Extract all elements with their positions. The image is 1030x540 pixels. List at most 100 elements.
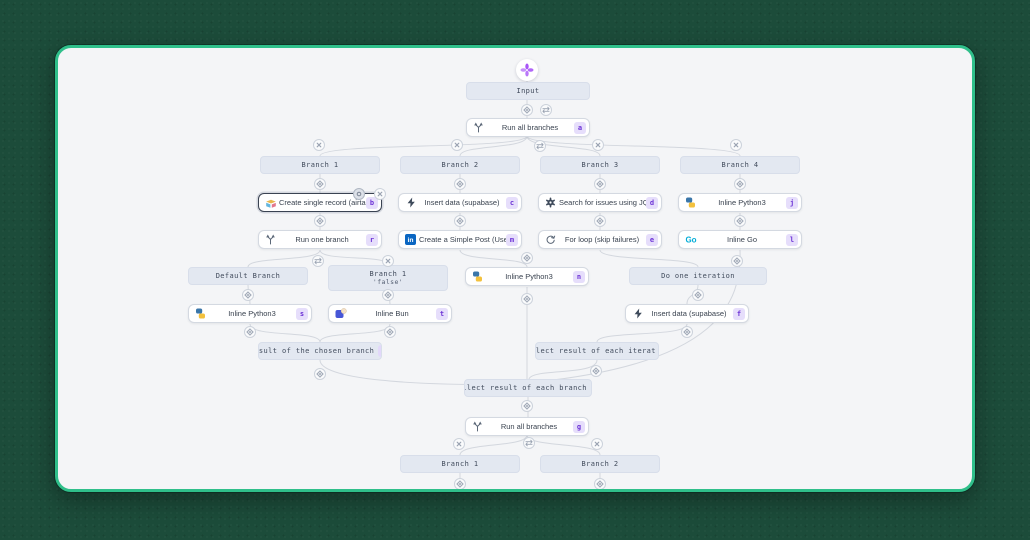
insert-step-button[interactable] — [314, 368, 326, 380]
inline-go-node[interactable]: Go Inline Go l — [678, 230, 802, 249]
linkedin-post-node[interactable]: in Create a Simple Post (User) (... m — [398, 230, 522, 249]
insert-step-button[interactable] — [594, 478, 606, 489]
delete-branch-button[interactable] — [730, 139, 742, 151]
do-one-iteration-header[interactable]: Do one iteration — [629, 267, 767, 285]
node-label: Collect result of each iterat — [535, 347, 656, 355]
insert-step-button[interactable] — [521, 293, 533, 305]
step-id-badge: r — [378, 345, 381, 357]
flow-canvas: Input Branch 1 Branch 2 Branch 3 Branch … — [58, 48, 972, 489]
step-id-badge: l — [786, 233, 798, 246]
delete-branch-button[interactable] — [451, 139, 463, 151]
insert-step-button[interactable] — [521, 104, 533, 116]
insert-step-button[interactable] — [454, 178, 466, 190]
supabase-insert-node[interactable]: Insert data (supabase) c — [398, 193, 522, 212]
collect-iteration-node[interactable]: Collect result of each iterat e — [535, 342, 659, 360]
branch-2-header[interactable]: Branch 2 — [400, 156, 520, 174]
bun-icon — [333, 308, 348, 319]
node-label: Inline Bun — [375, 309, 409, 318]
branch-split-icon — [470, 421, 485, 432]
branch-1-header[interactable]: Branch 1 — [260, 156, 380, 174]
delete-branch-button[interactable] — [313, 139, 325, 151]
supabase-bolt-icon — [403, 197, 418, 208]
selected-node-handle-button[interactable] — [353, 188, 365, 200]
add-branch-button[interactable] — [534, 140, 546, 152]
step-id-badge: s — [296, 307, 308, 320]
inline-python-default-node[interactable]: Inline Python3 s — [188, 304, 312, 323]
node-label: Branch 1 — [301, 161, 339, 169]
branch-3-header[interactable]: Branch 3 — [540, 156, 660, 174]
insert-step-button[interactable] — [454, 215, 466, 227]
node-label: Branch 1 — [369, 269, 407, 278]
svg-text:Go: Go — [685, 236, 696, 245]
result-chosen-branch-node[interactable]: Result of the chosen branch r — [258, 342, 382, 360]
default-branch-header[interactable]: Default Branch — [188, 267, 308, 285]
insert-step-button[interactable] — [734, 178, 746, 190]
run-all-branches-bottom-node[interactable]: Run all branches g — [465, 417, 589, 436]
step-id-badge: a — [574, 121, 586, 134]
insert-step-button[interactable] — [242, 289, 254, 301]
step-id-badge: d — [646, 196, 658, 209]
insert-step-button[interactable] — [692, 289, 704, 301]
node-label: Branch 2 — [581, 460, 619, 468]
node-label: Inline Python3 — [505, 272, 553, 281]
insert-step-button[interactable] — [594, 215, 606, 227]
delete-branch-button[interactable] — [453, 438, 465, 450]
node-label: Inline Go — [726, 235, 758, 244]
insert-step-button[interactable] — [594, 178, 606, 190]
for-loop-node[interactable]: For loop (skip failures) e — [538, 230, 662, 249]
step-id-badge: f — [733, 307, 745, 320]
jira-gear-icon — [543, 197, 558, 208]
step-id-badge: j — [786, 196, 798, 209]
insert-step-button[interactable] — [681, 326, 693, 338]
bottom-branch-2-header[interactable]: Branch 2 — [540, 455, 660, 473]
insert-step-button[interactable] — [521, 400, 533, 412]
add-branch-button[interactable] — [523, 437, 535, 449]
insert-step-button[interactable] — [454, 478, 466, 489]
delete-branch-button[interactable] — [591, 438, 603, 450]
insert-step-button[interactable] — [244, 326, 256, 338]
collect-branch-node[interactable]: Collect result of each branch a — [464, 379, 592, 397]
selected-node-close-button[interactable] — [374, 188, 386, 200]
node-label: Branch 1 — [441, 460, 479, 468]
node-label: For loop (skip failures) — [564, 235, 640, 244]
node-label: Run all branches — [500, 422, 558, 431]
step-id-badge: t — [436, 307, 448, 320]
delete-branch-button[interactable] — [592, 139, 604, 151]
node-label: Run all branches — [501, 123, 559, 132]
branch-1-false-header[interactable]: Branch 1 'false' — [328, 265, 448, 291]
inline-bun-node[interactable]: Inline Bun t — [328, 304, 452, 323]
step-id-badge: n — [573, 270, 585, 283]
insert-step-button[interactable] — [382, 289, 394, 301]
loop-icon — [543, 234, 558, 245]
node-label: Collect result of each branch — [464, 384, 587, 392]
branch-4-header[interactable]: Branch 4 — [680, 156, 800, 174]
inline-python-mid-node[interactable]: Inline Python3 n — [465, 267, 589, 286]
airtable-create-record-node[interactable]: Create single record (airtable) b — [258, 193, 382, 212]
bottom-branch-1-header[interactable]: Branch 1 — [400, 455, 520, 473]
supabase-bolt-icon — [630, 308, 645, 319]
insert-step-button[interactable] — [590, 365, 602, 377]
insert-step-button[interactable] — [314, 215, 326, 227]
run-all-branches-top-node[interactable]: Run all branches a — [466, 118, 590, 137]
inline-python-branch4-node[interactable]: Inline Python3 j — [678, 193, 802, 212]
insert-step-button[interactable] — [734, 215, 746, 227]
insert-step-button[interactable] — [314, 178, 326, 190]
insert-step-button[interactable] — [521, 252, 533, 264]
branch-split-icon — [471, 122, 486, 133]
jql-search-node[interactable]: Search for issues using JQL (... d — [538, 193, 662, 212]
windmill-logo — [516, 59, 538, 81]
delete-branch-button[interactable] — [382, 255, 394, 267]
supabase-loop-insert-node[interactable]: Insert data (supabase) f — [625, 304, 749, 323]
run-one-branch-node[interactable]: Run one branch r — [258, 230, 382, 249]
branch-split-icon — [263, 234, 278, 245]
move-step-button[interactable] — [540, 104, 552, 116]
add-branch-button[interactable] — [312, 255, 324, 267]
node-label: Create single record (airtable) — [279, 198, 366, 207]
node-label: Branch 2 — [441, 161, 479, 169]
python-icon — [193, 308, 208, 319]
insert-step-button[interactable] — [384, 326, 396, 338]
node-label: Input — [516, 87, 540, 95]
input-node[interactable]: Input — [466, 82, 590, 100]
insert-step-button[interactable] — [731, 255, 743, 267]
python-icon — [470, 271, 485, 282]
